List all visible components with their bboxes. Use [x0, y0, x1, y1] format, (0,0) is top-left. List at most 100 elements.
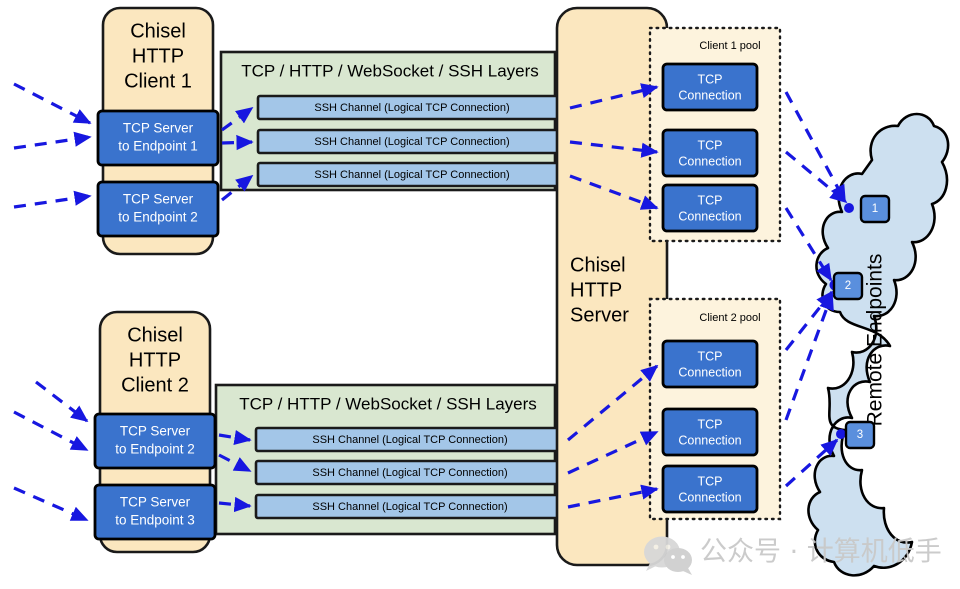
tcp-connection-label-line2: Connection — [678, 433, 741, 447]
channel-to-connection-arrow — [567, 484, 659, 509]
client-1-title-line2: HTTP — [132, 45, 184, 67]
client-2-title-line1: Chisel — [127, 324, 183, 346]
endpoint-3-badge[interactable] — [844, 420, 876, 450]
server-to-channel-arrow — [221, 174, 254, 202]
client-1-pool-group: Client 1 pool TCP Connection TCP Connect… — [648, 26, 782, 243]
tcp-server-label-line2: to Endpoint 2 — [118, 210, 198, 225]
server-title-line2: HTTP — [570, 279, 622, 301]
channel-to-connection-arrow — [569, 83, 659, 110]
connection-to-endpoint-arrow — [784, 207, 833, 282]
tcp-connection-box[interactable] — [661, 62, 759, 112]
endpoint-1-connector-dot — [844, 203, 854, 213]
client-1-title-line1: Chisel — [130, 20, 186, 42]
tcp-server-box-endpoint-2[interactable] — [96, 180, 220, 238]
inbound-arrow — [13, 190, 92, 209]
tcp-server-label-line1: TCP Server — [123, 121, 194, 136]
channel-to-pool2-arrows — [566, 364, 659, 509]
pool1-to-endpoint-arrows — [784, 91, 848, 282]
tcp-connection-label-line2: Connection — [678, 365, 741, 379]
tcp-server-label-line1: TCP Server — [123, 192, 194, 207]
client-1-inbound-arrows — [13, 82, 92, 209]
client-1-tcp-servers: TCP Server to Endpoint 1 TCP Server to E… — [96, 109, 220, 238]
client-2-title-line3: Client 2 — [121, 374, 189, 396]
cloud-shape — [807, 112, 950, 577]
watermark-text: 公众号 · 计算机低手 — [700, 537, 942, 568]
tcp-server-label-line2: to Endpoint 1 — [118, 139, 198, 154]
ssh-channel-label: SSH Channel (Logical TCP Connection) — [312, 434, 507, 446]
tcp-connection-label-line1: TCP — [698, 349, 723, 363]
wechat-icon — [644, 536, 692, 575]
tcp-connection-box[interactable] — [661, 183, 759, 233]
client-2-inbound-arrows — [13, 380, 89, 522]
watermark-group: 公众号 · 计算机低手 — [644, 536, 942, 575]
client-2-pool-group: Client 2 pool TCP Connection TCP Connect… — [648, 297, 782, 521]
ssh-channel-label: SSH Channel (Logical TCP Connection) — [312, 501, 507, 513]
client-2-tcp-servers: TCP Server to Endpoint 2 TCP Server to E… — [93, 412, 217, 541]
endpoint-3-label: 3 — [857, 429, 863, 441]
server-title-line3: Server — [570, 304, 629, 326]
ssh-channel-label: SSH Channel (Logical TCP Connection) — [314, 102, 509, 114]
ssh-channel-label: SSH Channel (Logical TCP Connection) — [312, 467, 507, 479]
client-1-server-to-channel-arrows — [221, 106, 254, 202]
tcp-server-label-line2: to Endpoint 3 — [115, 513, 195, 528]
tcp-server-box-endpoint-2[interactable] — [93, 412, 217, 470]
client-2-server-to-channel-arrows — [218, 430, 252, 513]
tcp-connection-box[interactable] — [661, 464, 759, 514]
server-to-channel-arrow — [221, 106, 254, 132]
tcp-connection-label-line2: Connection — [678, 154, 741, 168]
tcp-connection-box[interactable] — [661, 339, 759, 389]
endpoint-3-connector-dot — [836, 429, 846, 439]
connection-to-endpoint-arrow — [784, 91, 847, 203]
tcp-connection-box[interactable] — [661, 128, 759, 178]
ssh-channel-label: SSH Channel (Logical TCP Connection) — [314, 169, 509, 181]
ssh-channel-label: SSH Channel (Logical TCP Connection) — [314, 136, 509, 148]
inbound-arrow — [13, 410, 89, 452]
remote-endpoints-cloud-group: Remote Endpoints 1 2 3 — [807, 112, 950, 577]
channel-to-pool1-arrows — [569, 83, 659, 210]
tcp-connection-label-line1: TCP — [698, 474, 723, 488]
client-2-title-line2: HTTP — [129, 349, 181, 371]
inbound-arrow — [13, 131, 92, 150]
client-2-pool-label: Client 2 pool — [699, 312, 760, 324]
tcp-connection-box[interactable] — [661, 407, 759, 457]
server-to-channel-arrow — [221, 134, 254, 151]
tcp-connection-label-line2: Connection — [678, 88, 741, 102]
client-1-title-line3: Client 1 — [124, 70, 192, 92]
inbound-arrow — [35, 380, 89, 423]
endpoint-2-badge[interactable] — [832, 271, 864, 301]
tcp-connection-label-line2: Connection — [678, 209, 741, 223]
cloud-label: Remote Endpoints — [864, 254, 887, 427]
tcp-server-label-line2: to Endpoint 2 — [115, 442, 195, 457]
tcp-connection-label-line1: TCP — [698, 138, 723, 152]
tcp-connection-label-line1: TCP — [698, 72, 723, 86]
endpoint-2-label: 2 — [845, 280, 851, 292]
inbound-arrow — [13, 82, 92, 125]
tcp-server-label-line1: TCP Server — [120, 424, 191, 439]
tcp-connection-label-line1: TCP — [698, 193, 723, 207]
client-1-layer-title: TCP / HTTP / WebSocket / SSH Layers — [241, 61, 539, 80]
channel-to-connection-arrow — [569, 174, 659, 210]
tcp-connection-label-line1: TCP — [698, 417, 723, 431]
inbound-arrow — [13, 486, 89, 522]
client-2-layer-title: TCP / HTTP / WebSocket / SSH Layers — [239, 394, 537, 413]
client-2-ssh-channels: SSH Channel (Logical TCP Connection) SSH… — [254, 426, 566, 520]
pool2-to-endpoint-arrows — [784, 290, 839, 488]
connection-to-endpoint-arrow — [784, 150, 848, 204]
connection-to-endpoint-arrow — [784, 292, 834, 421]
endpoint-1-badge[interactable] — [859, 194, 891, 224]
tcp-server-label-line1: TCP Server — [120, 495, 191, 510]
client-1-ssh-channels: SSH Channel (Logical TCP Connection) SSH… — [256, 94, 568, 188]
connection-to-endpoint-arrow — [784, 438, 839, 488]
tcp-server-box-endpoint-1[interactable] — [96, 109, 220, 167]
client-1-pool-label: Client 1 pool — [699, 40, 760, 52]
channel-to-connection-arrow — [569, 140, 659, 158]
server-to-channel-arrow — [218, 496, 252, 513]
endpoint-1-label: 1 — [872, 203, 878, 215]
tcp-connection-label-line2: Connection — [678, 490, 741, 504]
server-to-channel-arrow — [218, 430, 252, 446]
channel-to-connection-arrow — [567, 430, 659, 475]
server-title-line1: Chisel — [570, 254, 626, 276]
tcp-server-box-endpoint-3[interactable] — [93, 483, 217, 541]
